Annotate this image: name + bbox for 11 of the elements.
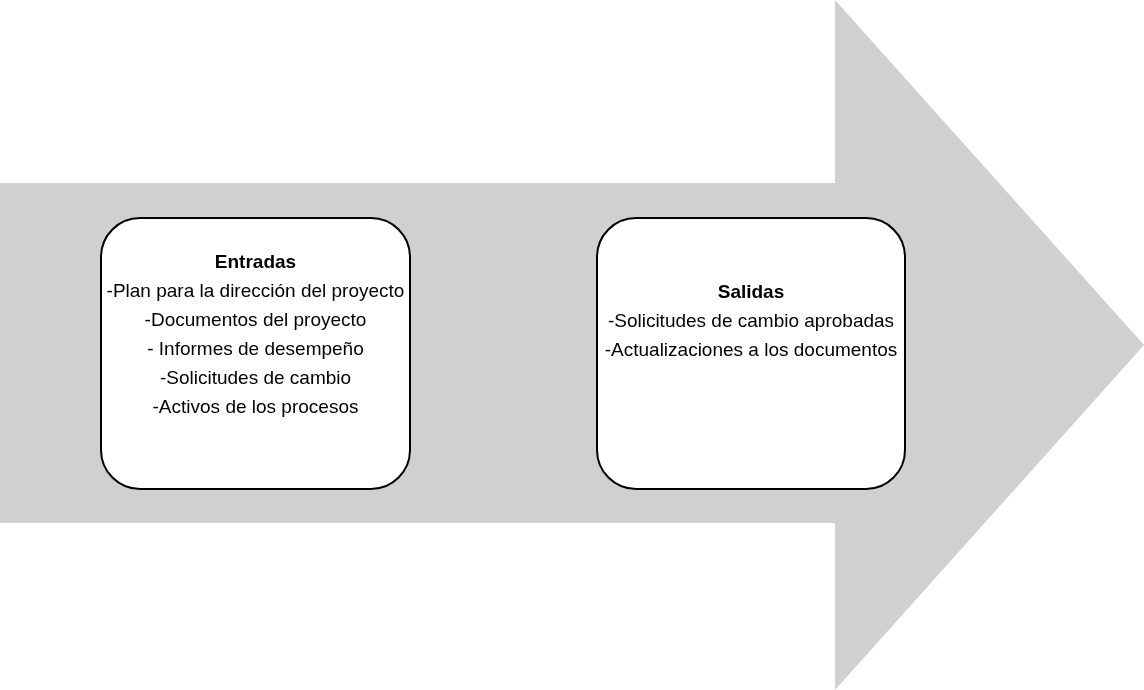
list-item: -Documentos del proyecto	[144, 308, 367, 332]
list-item: -Plan para la dirección del proyecto	[106, 279, 405, 303]
list-item: -Activos de los procesos	[152, 395, 359, 419]
process-box	[100, 217, 411, 490]
process-box	[596, 217, 906, 490]
box-heading: Salidas	[717, 280, 785, 304]
list-item: -Actualizaciones a los documentos	[604, 338, 898, 362]
list-item: -Solicitudes de cambio aprobadas	[607, 309, 895, 333]
box-heading: Entradas	[214, 250, 297, 274]
list-item: - Informes de desempeño	[147, 337, 364, 361]
list-item: -Solicitudes de cambio	[159, 366, 352, 390]
